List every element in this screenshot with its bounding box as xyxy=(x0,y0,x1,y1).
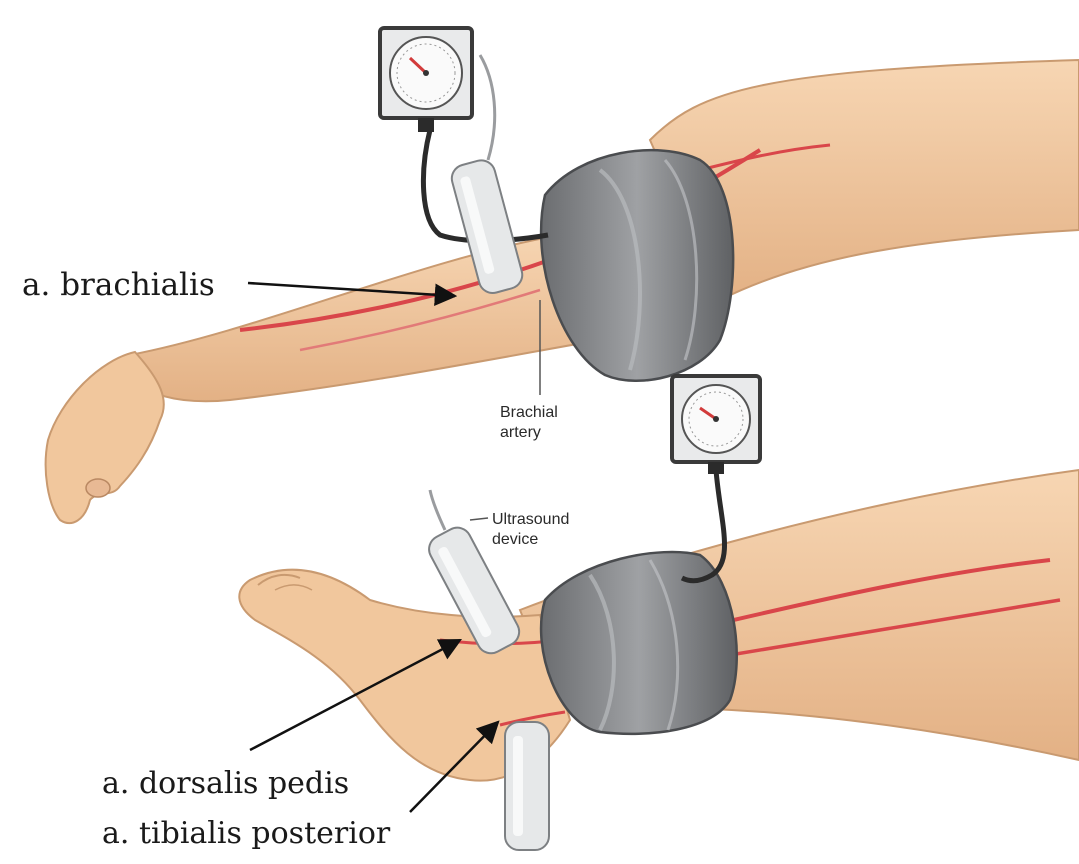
label-brachial-artery-2: artery xyxy=(500,424,541,441)
thumbnail xyxy=(86,479,110,497)
label-ultrasound-1: Ultrasound xyxy=(492,511,569,528)
ultrasound-leader xyxy=(470,518,488,520)
leg-illustration xyxy=(239,376,1079,850)
label-brachialis: a. brachialis xyxy=(22,267,215,303)
arm-pressure-gauge xyxy=(380,28,472,132)
label-dorsalis-pedis: a. dorsalis pedis xyxy=(102,766,349,801)
tibialis-ultrasound-probe xyxy=(505,722,549,850)
arm-probe-cable xyxy=(480,55,495,160)
label-ultrasound-2: device xyxy=(492,531,538,548)
label-tibialis-posterior: a. tibialis posterior xyxy=(102,816,391,851)
foot-probe-cable xyxy=(430,490,445,530)
leg-pressure-gauge xyxy=(672,376,760,474)
label-brachial-artery-1: Brachial xyxy=(500,404,558,421)
hand xyxy=(46,352,164,523)
